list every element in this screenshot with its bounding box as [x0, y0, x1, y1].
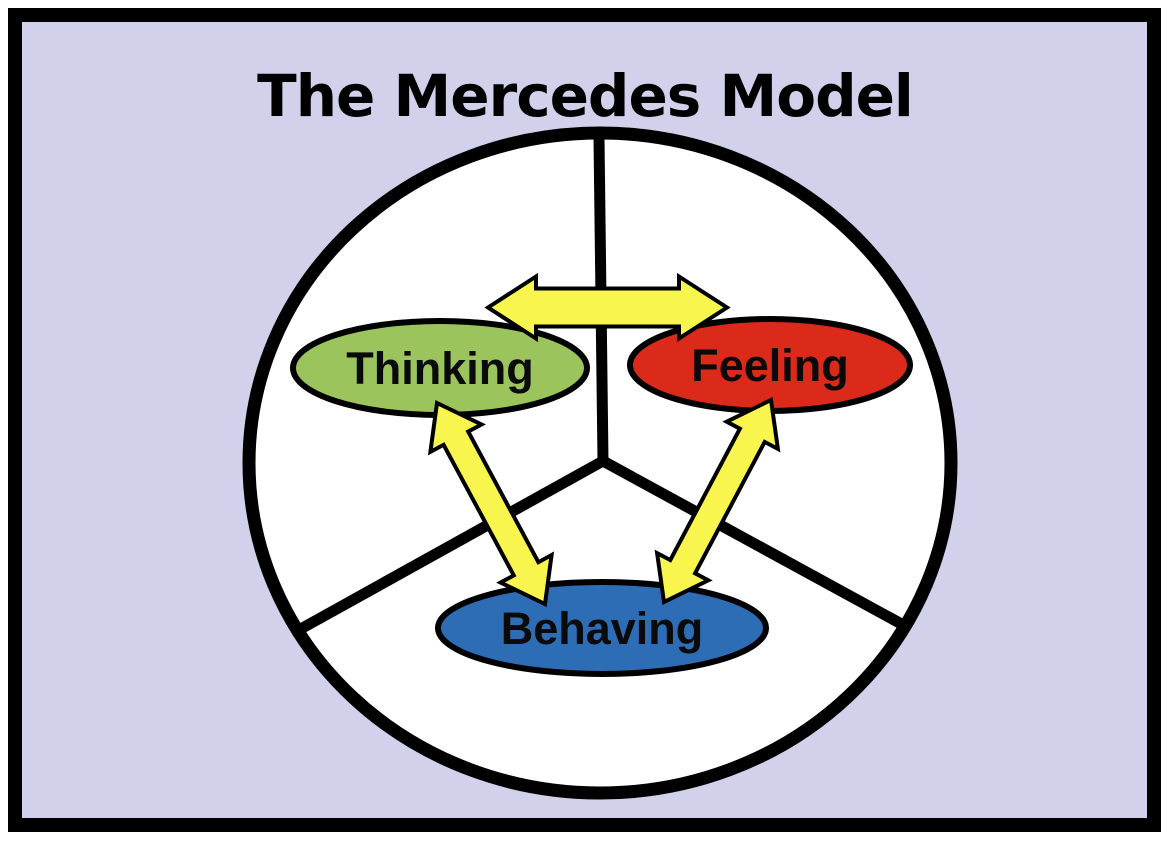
diagram-title: The Mercedes Model	[257, 62, 914, 130]
arrow-feeling-behaving	[654, 396, 781, 606]
node-behaving-ellipse	[435, 579, 769, 677]
arrow-thinking-feeling	[484, 272, 731, 343]
divider-line-right	[600, 456, 910, 632]
node-feeling-label: Feeling	[691, 340, 849, 391]
node-thinking-label: Thinking	[346, 343, 533, 394]
arrow-thinking-behaving	[427, 399, 555, 608]
node-behaving-label: Behaving	[501, 603, 704, 654]
divider-line-left	[294, 456, 606, 636]
